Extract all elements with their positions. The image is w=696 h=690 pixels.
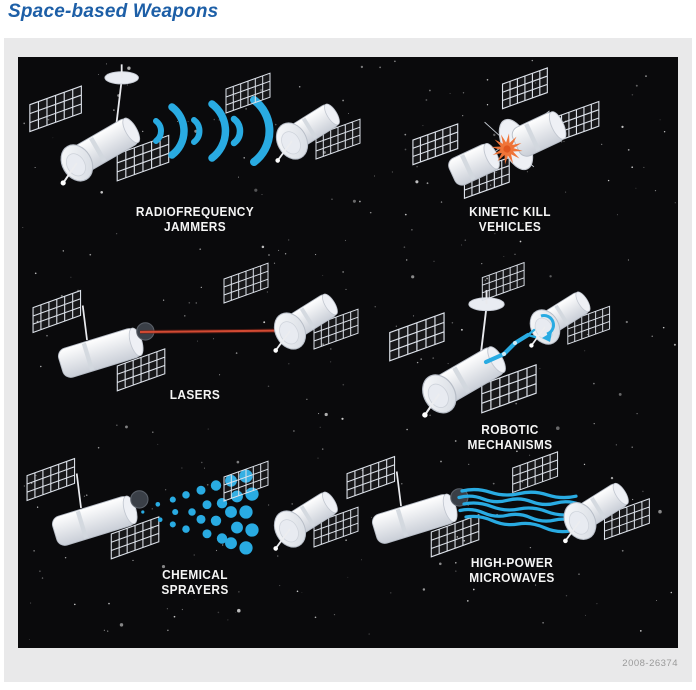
- solar-panel: [223, 262, 269, 304]
- solar-panel: [315, 118, 361, 160]
- satellite-body: [371, 493, 458, 544]
- satellite-target: [223, 262, 359, 353]
- microwave-beams-icon: [457, 487, 582, 534]
- laser-beam-icon: [139, 329, 289, 333]
- satellite-emitter: [26, 457, 160, 560]
- dish-antenna: [273, 510, 307, 551]
- satellite-body: [51, 495, 138, 546]
- label-line: LASERS: [169, 388, 221, 402]
- solar-panel: [567, 305, 611, 345]
- figure-frame: RADIOFREQUENCY JAMMERS KINETIC KILL VEHI…: [4, 38, 692, 682]
- solar-panel: [116, 134, 170, 182]
- space-scene: RADIOFREQUENCY JAMMERS KINETIC KILL VEHI…: [18, 57, 678, 648]
- solar-panel: [512, 451, 559, 494]
- spray-cone-icon: [141, 469, 259, 555]
- panel-label-high-power-microwaves: HIGH-POWER MICROWAVES: [431, 556, 593, 585]
- label-line: CHEMICAL: [162, 568, 228, 582]
- emitter-ball-icon: [130, 490, 149, 509]
- radio-wave-arcs-icon: [153, 96, 274, 166]
- label-line: HIGH-POWER: [470, 556, 554, 570]
- solar-panel: [412, 123, 459, 166]
- figure-number: 2008-26374: [622, 658, 678, 669]
- panel-label-radiofrequency-jammers: RADIOFREQUENCY JAMMERS: [114, 205, 276, 234]
- panel-label-lasers: LASERS: [114, 388, 276, 403]
- illustration-svg: [22, 59, 676, 640]
- solar-panel: [116, 348, 166, 392]
- panel-art-high-power-microwaves: [346, 451, 650, 558]
- dish-antenna: [275, 122, 309, 163]
- panel-label-chemical-sprayers: CHEMICAL SPRAYERS: [114, 568, 276, 597]
- grab-arrow-icon: [540, 314, 555, 336]
- label-line: VEHICLES: [478, 219, 542, 234]
- page-title: Space-based Weapons: [8, 1, 219, 22]
- solar-panel: [389, 312, 445, 362]
- label-line: RADIOFREQUENCY: [135, 205, 255, 219]
- satellite-station: [389, 290, 537, 418]
- panel-art-kinetic-kill-vehicles: [412, 67, 600, 200]
- label-line: MICROWAVES: [469, 570, 555, 585]
- label-line: KINETIC KILL: [469, 205, 551, 219]
- solar-panel: [225, 72, 271, 114]
- panel-art-lasers: [32, 262, 359, 392]
- label-line: MECHANISMS: [467, 437, 553, 452]
- solar-panel: [346, 455, 396, 500]
- kinetic-kill-pair: [412, 67, 600, 200]
- dish-antenna: [563, 502, 597, 544]
- solar-panel: [603, 498, 650, 541]
- label-line: JAMMERS: [163, 219, 227, 234]
- satellite-target: [225, 72, 361, 163]
- satellite-station: [29, 64, 170, 186]
- satellite-body: [448, 142, 500, 186]
- label-line: ROBOTIC: [481, 423, 539, 437]
- solar-panel: [313, 506, 359, 548]
- solar-panel: [110, 516, 160, 560]
- starfield: [22, 59, 676, 640]
- panel-label-robotic-mechanisms: ROBOTIC MECHANISMS: [429, 423, 591, 452]
- satellite-body: [57, 327, 144, 378]
- satellite-target: [512, 451, 650, 544]
- satellite-body: [511, 111, 567, 157]
- solar-panel: [501, 67, 548, 110]
- solar-panel: [223, 460, 269, 502]
- panel-art-radiofrequency-jammers: [29, 64, 361, 186]
- dish-antenna: [422, 374, 457, 418]
- robotic-arm-icon: [483, 332, 531, 365]
- panel-label-kinetic-kill-vehicles: KINETIC KILL VEHICLES: [429, 205, 591, 234]
- solar-panel: [430, 514, 480, 558]
- satellite-emitter: [32, 289, 166, 392]
- solar-panel: [26, 457, 76, 502]
- solar-panel: [481, 261, 525, 302]
- solar-panel: [32, 289, 82, 334]
- satellite-target: [223, 460, 359, 551]
- panel-art-robotic-mechanisms: [389, 261, 611, 418]
- dish-antenna: [273, 312, 307, 353]
- dish-antenna: [60, 144, 94, 186]
- satellite-emitter: [346, 455, 480, 558]
- solar-panel: [481, 364, 537, 414]
- solar-panel: [29, 85, 82, 133]
- solar-panel: [313, 308, 359, 350]
- label-line: SPRAYERS: [161, 582, 229, 597]
- panel-art-chemical-sprayers: [26, 457, 359, 560]
